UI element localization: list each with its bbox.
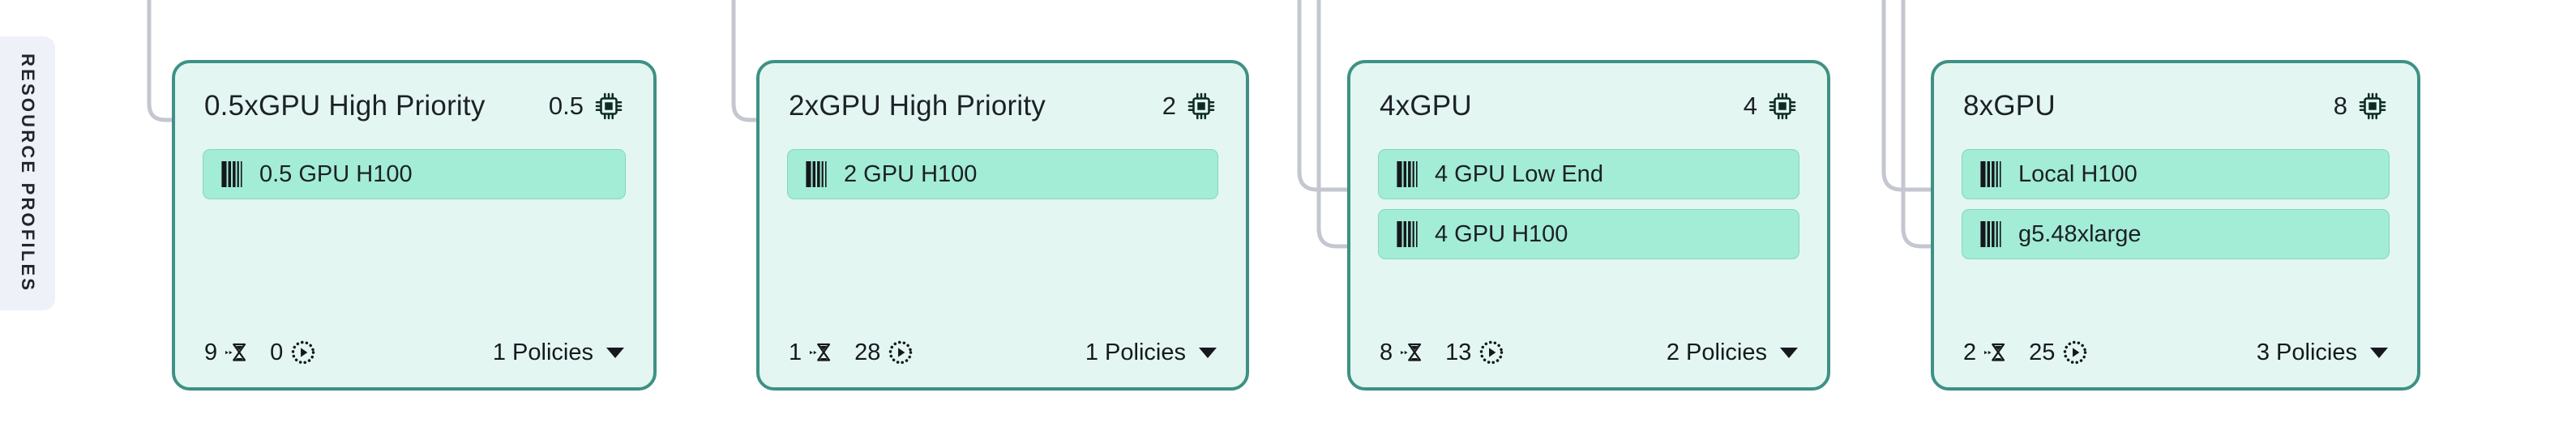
card-spacer	[1957, 259, 2394, 318]
card-stats: 8 13	[1380, 339, 1504, 366]
resource-row-label: 4 GPU Low End	[1435, 160, 1603, 187]
pending-hourglass-icon	[1984, 343, 2005, 361]
card-footer: 1 28	[782, 318, 1223, 387]
card-title: 4xGPU	[1380, 90, 1472, 122]
resource-row[interactable]: g5.48xlarge	[1962, 209, 2390, 259]
policies-label: 2 Policies	[1666, 339, 1767, 365]
chip-icon	[1187, 92, 1215, 120]
card-stats: 9 0	[204, 339, 316, 366]
policies-dropdown[interactable]: 3 Policies	[2257, 339, 2388, 366]
resource-row[interactable]: 0.5 GPU H100	[203, 149, 626, 199]
card-footer: 2 25	[1957, 318, 2394, 387]
card-spacer	[198, 199, 631, 318]
gpu-capacity: 2	[1162, 91, 1217, 122]
gpu-count-value: 0.5	[548, 92, 584, 120]
policies-label: 3 Policies	[2256, 339, 2357, 365]
resource-row-list: 0.5 GPU H100	[198, 149, 631, 199]
gpu-count-value: 4	[1743, 92, 1757, 120]
resource-row-label: g5.48xlarge	[2018, 220, 2142, 247]
running-stat: 25	[2029, 339, 2088, 366]
gpu-count-value: 2	[1162, 92, 1176, 120]
resource-profile-card[interactable]: 8xGPU 8	[1931, 60, 2420, 391]
pending-count: 2	[1963, 339, 1977, 365]
resource-row[interactable]: 4 GPU H100	[1378, 209, 1799, 259]
card-header: 2xGPU High Priority 2	[782, 63, 1223, 149]
barcode-icon	[806, 161, 827, 187]
resource-profiles-tab-label: RESOURCE PROFILES	[18, 53, 38, 293]
barcode-icon	[1397, 221, 1418, 247]
card-footer: 8 13	[1373, 318, 1804, 387]
pending-stat: 9	[204, 339, 249, 366]
card-footer: 9 0	[198, 318, 631, 387]
chip-icon	[2359, 92, 2386, 120]
pending-stat: 2	[1963, 339, 2008, 366]
policies-dropdown[interactable]: 2 Policies	[1667, 339, 1798, 366]
running-count: 13	[1445, 339, 1472, 365]
policies-label: 1 Policies	[1085, 339, 1186, 365]
chip-icon	[595, 92, 623, 120]
pending-stat: 8	[1380, 339, 1424, 366]
resource-profile-card[interactable]: 2xGPU High Priority 2	[756, 60, 1249, 391]
pending-stat: 1	[789, 339, 833, 366]
chevron-down-icon	[606, 347, 624, 358]
card-header: 0.5xGPU High Priority 0.5	[198, 63, 631, 149]
card-stats: 1 28	[789, 339, 914, 366]
resource-profiles-tab[interactable]: RESOURCE PROFILES	[0, 36, 55, 310]
resource-row-label: 0.5 GPU H100	[259, 160, 413, 187]
card-title: 8xGPU	[1963, 90, 2056, 122]
barcode-icon	[1980, 221, 2001, 247]
card-spacer	[782, 199, 1223, 318]
pending-count: 1	[789, 339, 802, 365]
card-title: 0.5xGPU High Priority	[204, 90, 486, 122]
resource-row[interactable]: 4 GPU Low End	[1378, 149, 1799, 199]
barcode-icon	[221, 161, 242, 187]
card-header: 4xGPU 4	[1373, 63, 1804, 149]
resource-profile-card[interactable]: 4xGPU 4	[1347, 60, 1830, 391]
running-play-icon	[889, 340, 913, 365]
pending-hourglass-icon	[1401, 343, 1422, 361]
pending-count: 8	[1380, 339, 1393, 365]
resource-row-list: 4 GPU Low End 4 GPU H100	[1373, 149, 1804, 259]
running-stat: 13	[1445, 339, 1504, 366]
card-title: 2xGPU High Priority	[789, 90, 1046, 122]
policies-label: 1 Policies	[492, 339, 593, 365]
chevron-down-icon	[1199, 347, 1217, 358]
card-header: 8xGPU 8	[1957, 63, 2394, 149]
barcode-icon	[1980, 161, 2001, 187]
running-play-icon	[292, 340, 315, 365]
running-play-icon	[1480, 340, 1504, 365]
gpu-capacity: 0.5	[549, 91, 624, 122]
gpu-count-value: 8	[2333, 92, 2347, 120]
pending-count: 9	[204, 339, 218, 365]
card-stats: 2 25	[1963, 339, 2088, 366]
chip-icon	[1769, 92, 1796, 120]
running-count: 28	[854, 339, 881, 365]
pending-hourglass-icon	[225, 343, 246, 361]
resource-profile-card[interactable]: 0.5xGPU High Priority 0.5	[172, 60, 657, 391]
gpu-capacity: 8	[2334, 91, 2388, 122]
running-count: 25	[2029, 339, 2056, 365]
policies-dropdown[interactable]: 1 Policies	[493, 339, 624, 366]
chevron-down-icon	[1780, 347, 1798, 358]
pending-hourglass-icon	[810, 343, 831, 361]
resource-row-label: 2 GPU H100	[844, 160, 978, 187]
gpu-capacity: 4	[1744, 91, 1798, 122]
resource-row[interactable]: Local H100	[1962, 149, 2390, 199]
running-count: 0	[270, 339, 284, 365]
running-stat: 28	[854, 339, 914, 366]
policies-dropdown[interactable]: 1 Policies	[1085, 339, 1217, 366]
running-stat: 0	[270, 339, 316, 366]
resource-row[interactable]: 2 GPU H100	[787, 149, 1218, 199]
resource-row-list: Local H100 g5.48xlarge	[1957, 149, 2394, 259]
card-spacer	[1373, 259, 1804, 318]
resource-row-label: Local H100	[2018, 160, 2137, 187]
running-play-icon	[2064, 340, 2087, 365]
resource-row-list: 2 GPU H100	[782, 149, 1223, 199]
resource-row-label: 4 GPU H100	[1435, 220, 1568, 247]
barcode-icon	[1397, 161, 1418, 187]
chevron-down-icon	[2370, 347, 2388, 358]
